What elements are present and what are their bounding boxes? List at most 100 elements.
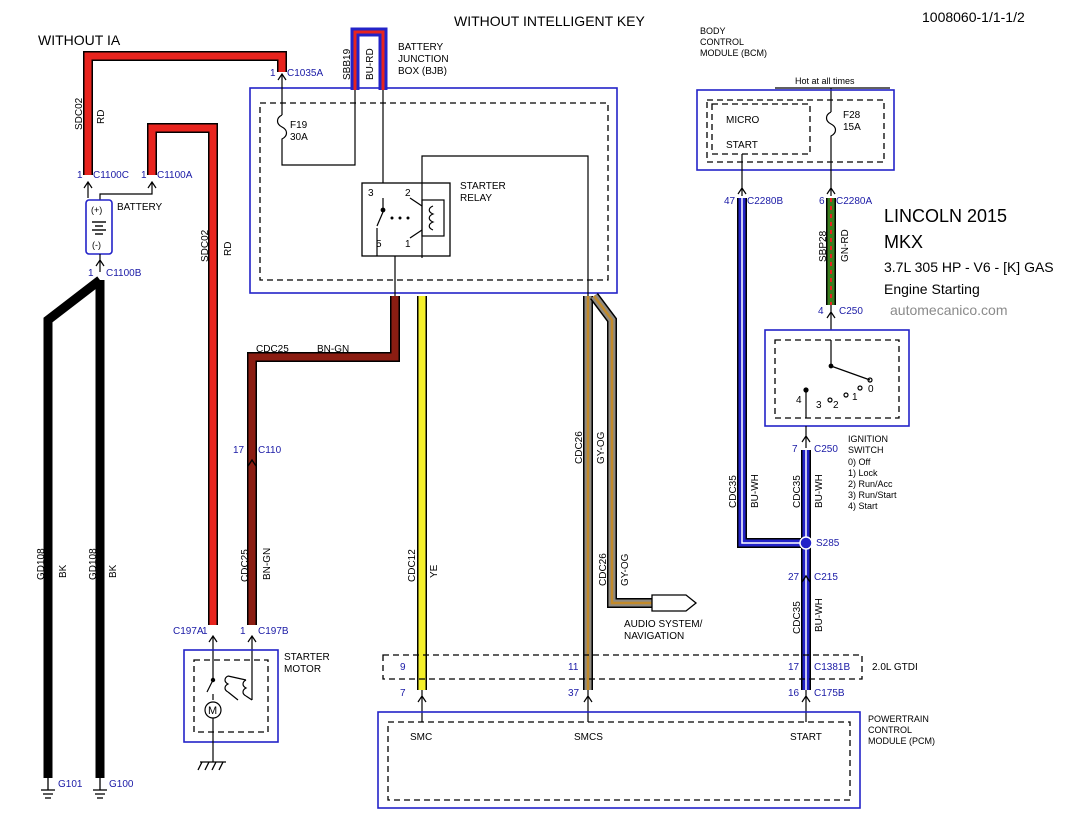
fuse-f28-icon bbox=[825, 111, 837, 182]
wire-label-sdc02-upper: SDC02 bbox=[74, 97, 85, 130]
relay-pin-1: 1 bbox=[405, 239, 411, 250]
battery-symbol bbox=[85, 199, 113, 255]
conn-c197b: C197B bbox=[258, 626, 289, 637]
bjb-inner-dashed bbox=[259, 102, 609, 281]
wire-label-rd-upper: RD bbox=[96, 110, 107, 124]
bcm-label-3: MODULE (BCM) bbox=[700, 48, 767, 58]
ignition-legend-0: 0) Off bbox=[848, 457, 871, 467]
ignition-switch-outline bbox=[764, 329, 910, 427]
starter-motor-outline bbox=[183, 649, 279, 743]
battery-minus: (-) bbox=[92, 240, 101, 250]
ignition-title-2: SWITCH bbox=[848, 445, 884, 455]
connector-chevron-c2280b bbox=[737, 182, 747, 196]
ignition-legend-1: 1) Lock bbox=[848, 468, 878, 478]
ground-label-g100: G100 bbox=[109, 779, 134, 790]
wire-label-bk-right: BK bbox=[108, 564, 119, 578]
connector-chevron-c175b-7 bbox=[417, 690, 427, 722]
battery-cells-icon bbox=[92, 221, 106, 235]
bcm-outline bbox=[696, 89, 895, 171]
pin-c175b-16: 16 bbox=[788, 688, 800, 699]
battery-plus: (+) bbox=[91, 205, 102, 215]
conn-c1381b: C1381B bbox=[814, 662, 850, 673]
connector-chevron-c250-top bbox=[826, 305, 836, 330]
relay-pin-5: 5 bbox=[376, 239, 382, 250]
ignition-pos-3: 3 bbox=[816, 400, 822, 411]
pin-c1035a: 1 bbox=[270, 68, 276, 79]
bjb-label-1: BATTERY bbox=[398, 42, 444, 53]
connector-chevron-c110 bbox=[247, 458, 257, 467]
pcm-label-1: POWERTRAIN bbox=[868, 714, 929, 724]
fuse-f19-name: F19 bbox=[290, 120, 308, 131]
ignition-pos-0: 0 bbox=[868, 384, 874, 395]
pin-c197b: 1 bbox=[240, 626, 246, 637]
ground-label-g101: G101 bbox=[58, 779, 83, 790]
relay-pin-2: 2 bbox=[405, 188, 411, 199]
pcm-label-3: MODULE (PCM) bbox=[868, 736, 935, 746]
document-id: 1008060-1/1-1/2 bbox=[922, 9, 1025, 25]
audio-label-1: AUDIO SYSTEM/ bbox=[624, 619, 703, 630]
pin-c197a: 1 bbox=[202, 626, 208, 637]
wire-label-cdc35-bcm: CDC35 bbox=[728, 475, 739, 508]
pin-c110: 17 bbox=[233, 445, 245, 456]
conn-c110: C110 bbox=[258, 445, 282, 456]
pcm-label-2: CONTROL bbox=[868, 725, 912, 735]
audio-connector-icon bbox=[651, 594, 698, 612]
wire-sdc02-upper bbox=[83, 51, 287, 175]
wire-label-gy-og-audio: GY-OG bbox=[620, 553, 631, 586]
conn-c2280b: C2280B bbox=[747, 196, 783, 207]
conn-c215: C215 bbox=[814, 572, 838, 583]
battery-label: BATTERY bbox=[117, 202, 163, 213]
bcm-hot-label: Hot at all times bbox=[795, 76, 855, 86]
starter-relay-label-2: RELAY bbox=[460, 193, 492, 204]
vehicle-system: Engine Starting bbox=[884, 281, 980, 297]
pin-c215: 27 bbox=[788, 572, 800, 583]
wire-label-bu-wh-ign: BU-WH bbox=[814, 474, 825, 508]
pin-c2280b: 47 bbox=[724, 196, 736, 207]
wire-label-cdc25-upper: CDC25 bbox=[256, 344, 289, 355]
wire-label-ye: YE bbox=[429, 564, 440, 578]
wire-gd108-left bbox=[43, 276, 103, 778]
pin-c250-bot: 7 bbox=[792, 444, 798, 455]
ignition-legend-2: 2) Run/Acc bbox=[848, 479, 893, 489]
ground-icon-g100 bbox=[93, 778, 107, 799]
pin-c1381b-9: 9 bbox=[400, 662, 406, 673]
ignition-pos-2: 2 bbox=[833, 400, 839, 411]
wire-label-gy-og-main: GY-OG bbox=[596, 431, 607, 464]
ignition-pos-1: 1 bbox=[852, 392, 858, 403]
fuse-f28-rating: 15A bbox=[843, 122, 861, 133]
pin-c1381b-17: 17 bbox=[788, 662, 800, 673]
conn-c250-top: C250 bbox=[839, 306, 863, 317]
relay-switch-icon bbox=[376, 198, 410, 256]
vehicle-model: MKX bbox=[884, 232, 923, 252]
wire-label-cdc26-main: CDC26 bbox=[574, 431, 585, 464]
ground-icon-chassis bbox=[197, 761, 226, 771]
pin-c2280a: 6 bbox=[819, 196, 825, 207]
connector-chevron-c1100b bbox=[95, 254, 105, 272]
connector-chevron-c197b bbox=[247, 634, 257, 672]
pcm-inner-dashed bbox=[387, 721, 851, 801]
pin-c1100a: 1 bbox=[141, 170, 147, 181]
without-ia-label: WITHOUT IA bbox=[38, 32, 121, 48]
bcm-start-label: START bbox=[726, 140, 758, 151]
wire-cdc35-bcm bbox=[737, 198, 806, 548]
starter-relay-label-1: STARTER bbox=[460, 181, 506, 192]
svg-text:M: M bbox=[208, 705, 217, 717]
wire-label-cdc25-lower: CDC25 bbox=[240, 549, 251, 582]
connector-chevron-c1100c bbox=[83, 180, 93, 198]
conn-c1100b: C1100B bbox=[106, 268, 142, 279]
conn-c250-bot: C250 bbox=[814, 444, 838, 455]
conn-c2280a: C2280A bbox=[836, 196, 872, 207]
pcm-outline bbox=[377, 711, 861, 809]
starter-motor-inner bbox=[193, 659, 269, 733]
starter-motor-label-2: MOTOR bbox=[284, 664, 321, 675]
wire-sdc02-lower bbox=[147, 123, 218, 625]
splice-label-s285: S285 bbox=[816, 538, 840, 549]
fuse-f19-rating: 30A bbox=[290, 132, 308, 143]
connector-c1381b-box bbox=[382, 654, 863, 680]
wire-label-cdc35-ign: CDC35 bbox=[792, 475, 803, 508]
bcm-micro-box bbox=[711, 103, 811, 155]
fuse-f19-icon bbox=[276, 90, 356, 166]
bjb-outline bbox=[249, 87, 618, 294]
connector-chevron-c197a bbox=[208, 634, 218, 680]
